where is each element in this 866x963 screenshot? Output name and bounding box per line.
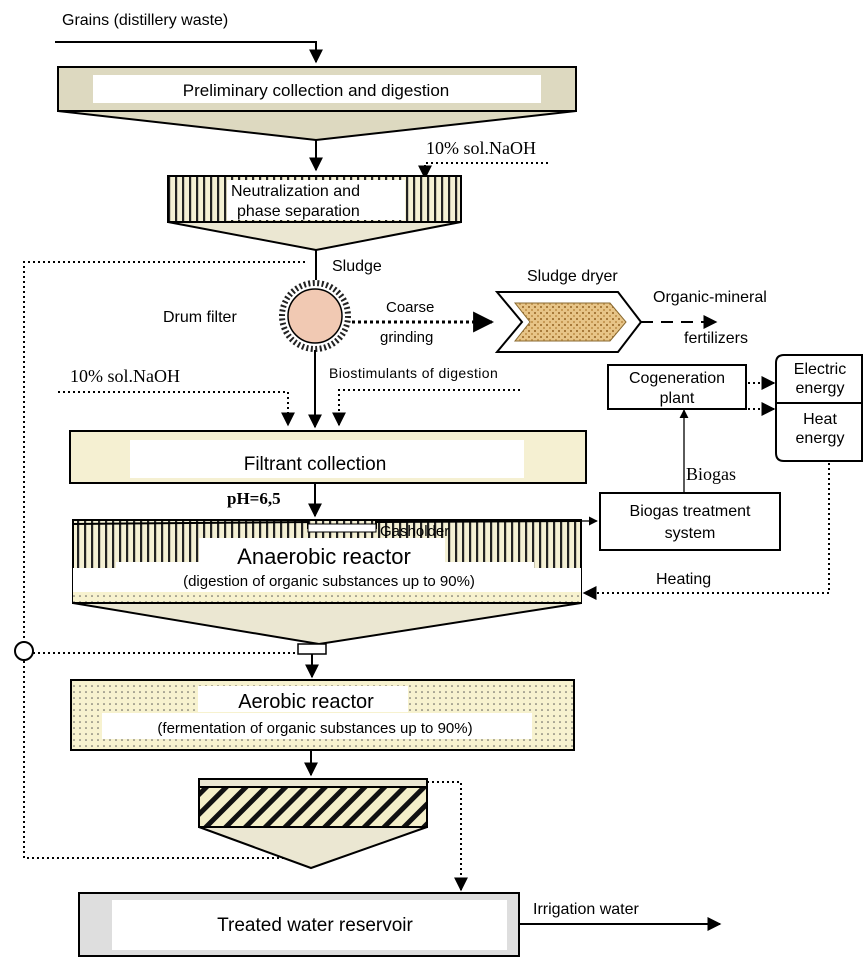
- irrigation-label: Irrigation water: [533, 901, 639, 918]
- naoh-top-label: 10% sol.NaOH: [426, 138, 536, 158]
- aerobic-sublabel: (fermentation of organic substances up t…: [157, 720, 472, 737]
- biostimulants-label: Biostimulants of digestion: [329, 365, 498, 381]
- sludge-dryer-label: Sludge dryer: [527, 268, 618, 285]
- neutralization-tank: Neutralization and phase separation: [167, 175, 462, 252]
- naoh-left-dotted-arrow: [58, 391, 295, 427]
- energy-output-box: Electric energy Heat energy: [775, 354, 863, 462]
- naoh-top-dotted-arrow: [418, 162, 548, 180]
- anaerobic-outlet: [297, 643, 327, 655]
- aerobic-reactor: Aerobic reactor (fermentation of organic…: [70, 679, 575, 751]
- grinding-label: grinding: [380, 329, 433, 346]
- neutralization-label-line2: phase separation: [237, 203, 360, 220]
- biogas-label: Biogas: [686, 464, 736, 484]
- ph-label: pH=6,5: [227, 489, 281, 508]
- grains-label: Grains (distillery waste): [62, 12, 228, 29]
- neutralization-label-line1: Neutralization and: [231, 183, 360, 200]
- aerobic-label: Aerobic reactor: [238, 691, 374, 713]
- cogeneration-label-line2: plant: [660, 390, 695, 407]
- heat-label-line1: Heat: [803, 411, 837, 428]
- biogas-treatment-system: Biogas treatment system: [599, 492, 781, 551]
- sludge-dryer: [494, 291, 643, 353]
- secondary-settler: [198, 778, 428, 870]
- gasholder-label: Gasholder: [380, 523, 449, 540]
- cogeneration-label-line1: Cogeneration: [629, 370, 725, 387]
- biostimulants-dotted-arrow: [332, 389, 520, 427]
- sludge-label: Sludge: [332, 258, 382, 275]
- coarse-label: Coarse: [386, 299, 434, 316]
- naoh-left-label: 10% sol.NaOH: [70, 366, 180, 386]
- heat-label-line2: energy: [796, 430, 845, 447]
- drum-filter: [279, 280, 351, 352]
- preliminary-label: Preliminary collection and digestion: [183, 81, 449, 100]
- heating-dotted-arrow: [582, 463, 830, 600]
- anaerobic-label: Anaerobic reactor: [237, 544, 411, 569]
- drum-filter-label: Drum filter: [163, 309, 237, 326]
- electric-label-line2: energy: [796, 380, 845, 397]
- grains-arrow: [55, 41, 323, 64]
- biogas-treatment-label-line1: Biogas treatment: [630, 503, 752, 520]
- treated-water-reservoir: Treated water reservoir: [78, 892, 520, 957]
- anaerobic-reactor: [72, 519, 582, 646]
- cogeneration-plant: Cogeneration plant: [607, 364, 747, 410]
- pump-icon: [14, 641, 34, 661]
- fertilizers-label: fertilizers: [684, 330, 748, 347]
- anaerobic-sublabel: (digestion of organic substances up to 9…: [183, 573, 475, 590]
- treated-water-label: Treated water reservoir: [217, 915, 413, 936]
- filtrant-collection-tank: Filtrant collection: [69, 430, 587, 484]
- electric-label-line1: Electric: [794, 361, 846, 378]
- organic-mineral-label: Organic-mineral: [653, 289, 767, 306]
- filtrant-label: Filtrant collection: [244, 454, 387, 475]
- heating-label: Heating: [656, 571, 711, 588]
- recirculation-dotted-loop: [23, 261, 305, 859]
- biogas-treatment-label-line2: system: [665, 525, 716, 542]
- settler-overflow-dotted-arrow: [427, 781, 468, 892]
- preliminary-collection-tank: Preliminary collection and digestion: [57, 66, 577, 142]
